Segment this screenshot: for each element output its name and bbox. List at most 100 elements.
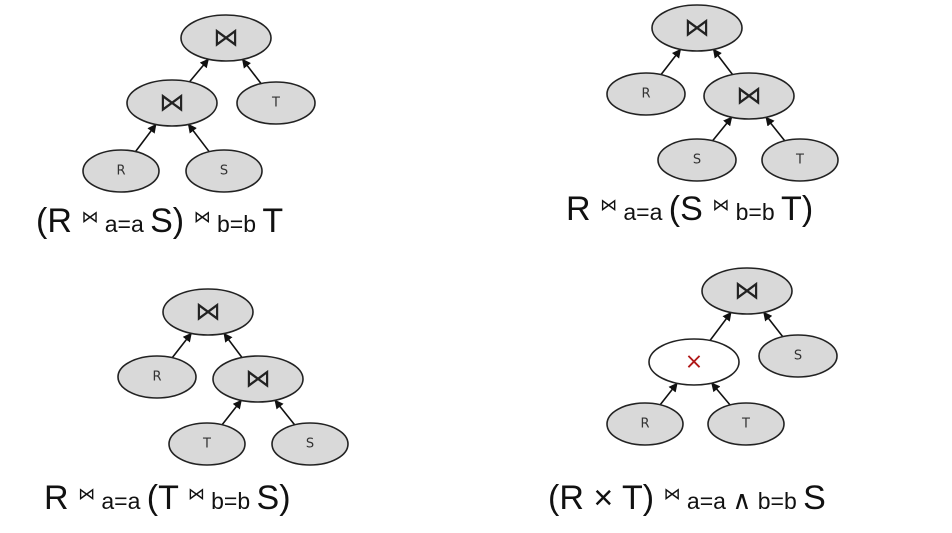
tree-3-node-r-label: R [152,370,161,385]
tree-1-node-root-label: ⋈ [213,23,239,53]
tree-3-node-root-shape [162,288,254,336]
tree-1-expression-part: ⋈ [81,207,99,228]
tree-3-node-j2-label: ⋈ [245,364,271,394]
tree-2-edge-r-to-root [660,48,682,76]
tree-2-node-s-shape [657,138,737,182]
tree-3-edge-j2-to-root [223,332,243,358]
tree-2-expression-part: R [566,190,600,228]
tree-2-expression-part: T) [781,190,814,228]
tree-2-expression-part: (S [668,190,713,228]
tree-4-expression: (R × T) ⋈ a=a ∧ b=b S [548,481,826,515]
tree-4-node-s-label: S [794,349,802,364]
tree-4-expression-part: a=a [680,488,733,514]
tree-1-expression-part: (R [36,202,82,240]
tree-2-expression-part: ⋈ [712,195,730,216]
tree-2-edge-j2-to-root [712,48,734,76]
tree-3-node-r: R [117,355,197,399]
tree-2-expression-part: a=a [617,199,669,225]
tree-1-expression-part: T [262,202,284,240]
tree-1-node-s-label: S [220,164,228,179]
tree-4-edge-t-to-x [711,382,731,406]
tree-3-node-j2-shape [212,355,304,403]
tree-1-node-j2: ⋈ [126,79,218,127]
tree-2-node-root-shape [651,4,743,52]
tree-4-node-r-label: R [640,417,649,432]
tree-2-node-t-label: T [795,153,804,168]
tree-3-node-root: ⋈ [162,288,254,336]
tree-1-node-j2-label: ⋈ [159,88,185,118]
tree-4-node-x-shape [648,338,740,386]
tree-4-node-x-label: × [685,350,703,375]
tree-2-node-s-label: S [693,153,701,168]
tree-1-node-r-shape [82,149,160,193]
tree-2-expression-part: ⋈ [600,195,617,216]
tree-3-edge-t-to-j2 [221,399,242,426]
tree-4-expression-part: (R × T) [548,479,664,517]
tree-3-expression-part: (T [146,479,188,517]
tree-4-node-t-label: T [741,417,750,432]
tree-1-node-s-shape [185,149,263,193]
tree-2-expression: R ⋈ a=a (S ⋈ b=b T) [566,192,813,226]
tree-1-node-r: R [82,149,160,193]
tree-2-edge-t-to-j2 [765,116,786,142]
tree-4-expression-part: ∧ [732,486,752,516]
tree-4-node-t: T [707,402,785,446]
tree-2-node-j2-label: ⋈ [736,81,762,111]
tree-2: ⋈ R ⋈ S T [606,4,839,182]
tree-3-node-t-label: T [202,437,211,452]
tree-1-node-r-label: R [116,164,125,179]
tree-1-edge-j2-to-root [188,58,210,83]
tree-4-node-root: ⋈ [701,267,793,315]
tree-3-node-t-shape [168,422,246,466]
tree-4-edge-r-to-x [659,382,678,406]
tree-1-node-j2-shape [126,79,218,127]
tree-1: ⋈ ⋈ T R S [82,14,316,193]
tree-4-node-root-label: ⋈ [734,276,760,306]
tree-4-node-x: × [648,338,740,386]
tree-4-expression-part: ⋈ [663,484,681,505]
tree-2-node-r-shape [606,72,686,116]
tree-1-edge-r-to-j2 [134,123,157,153]
tree-3-expression-part: ⋈ [187,484,205,505]
tree-3-edge-r-to-root [171,332,192,359]
tree-4-node-s-shape [758,334,838,378]
tree-3-expression-part: ⋈ [78,484,95,505]
tree-4-expression-part: b=b [751,488,804,514]
tree-1-edge-s-to-j2 [187,123,210,153]
tree-3: ⋈ R ⋈ T S [117,288,349,466]
tree-2-node-s: S [657,138,737,182]
tree-1-expression: (R ⋈ a=a S) ⋈ b=b T [36,204,283,238]
tree-4-node-t-shape [707,402,785,446]
tree-4-node-root-shape [701,267,793,315]
tree-4: ⋈ × S R T [606,267,838,446]
tree-1-expression-part: b=b [210,211,263,237]
tree-1-expression-part: ⋈ [193,207,211,228]
tree-1-node-t-shape [236,81,316,125]
tree-4-node-r-shape [606,402,684,446]
tree-4-edge-s-to-root [763,311,784,338]
tree-4-edge-x-to-root [709,311,732,341]
tree-3-node-s-label: S [306,437,314,452]
tree-3-expression-part: S) [256,479,291,517]
tree-1-node-s: S [185,149,263,193]
tree-2-node-r-label: R [641,87,650,102]
tree-3-expression-part: R [44,479,78,517]
tree-3-node-r-shape [117,355,197,399]
tree-3-expression: R ⋈ a=a (T ⋈ b=b S) [44,481,291,515]
tree-2-node-t-shape [761,138,839,182]
tree-2-node-root: ⋈ [651,4,743,52]
tree-1-edge-t-to-root [241,58,262,85]
tree-3-expression-part: b=b [204,488,257,514]
tree-4-expression-part: S [803,479,826,517]
tree-1-node-t-label: T [271,96,280,111]
tree-2-node-root-label: ⋈ [684,13,710,43]
tree-1-expression-part: S) [150,202,194,240]
tree-1-node-root-shape [180,14,272,62]
tree-3-node-t: T [168,422,246,466]
tree-2-node-j2: ⋈ [703,72,795,120]
tree-1-node-root: ⋈ [180,14,272,62]
tree-1-node-t: T [236,81,316,125]
tree-3-expression-part: a=a [95,488,147,514]
tree-4-node-r: R [606,402,684,446]
